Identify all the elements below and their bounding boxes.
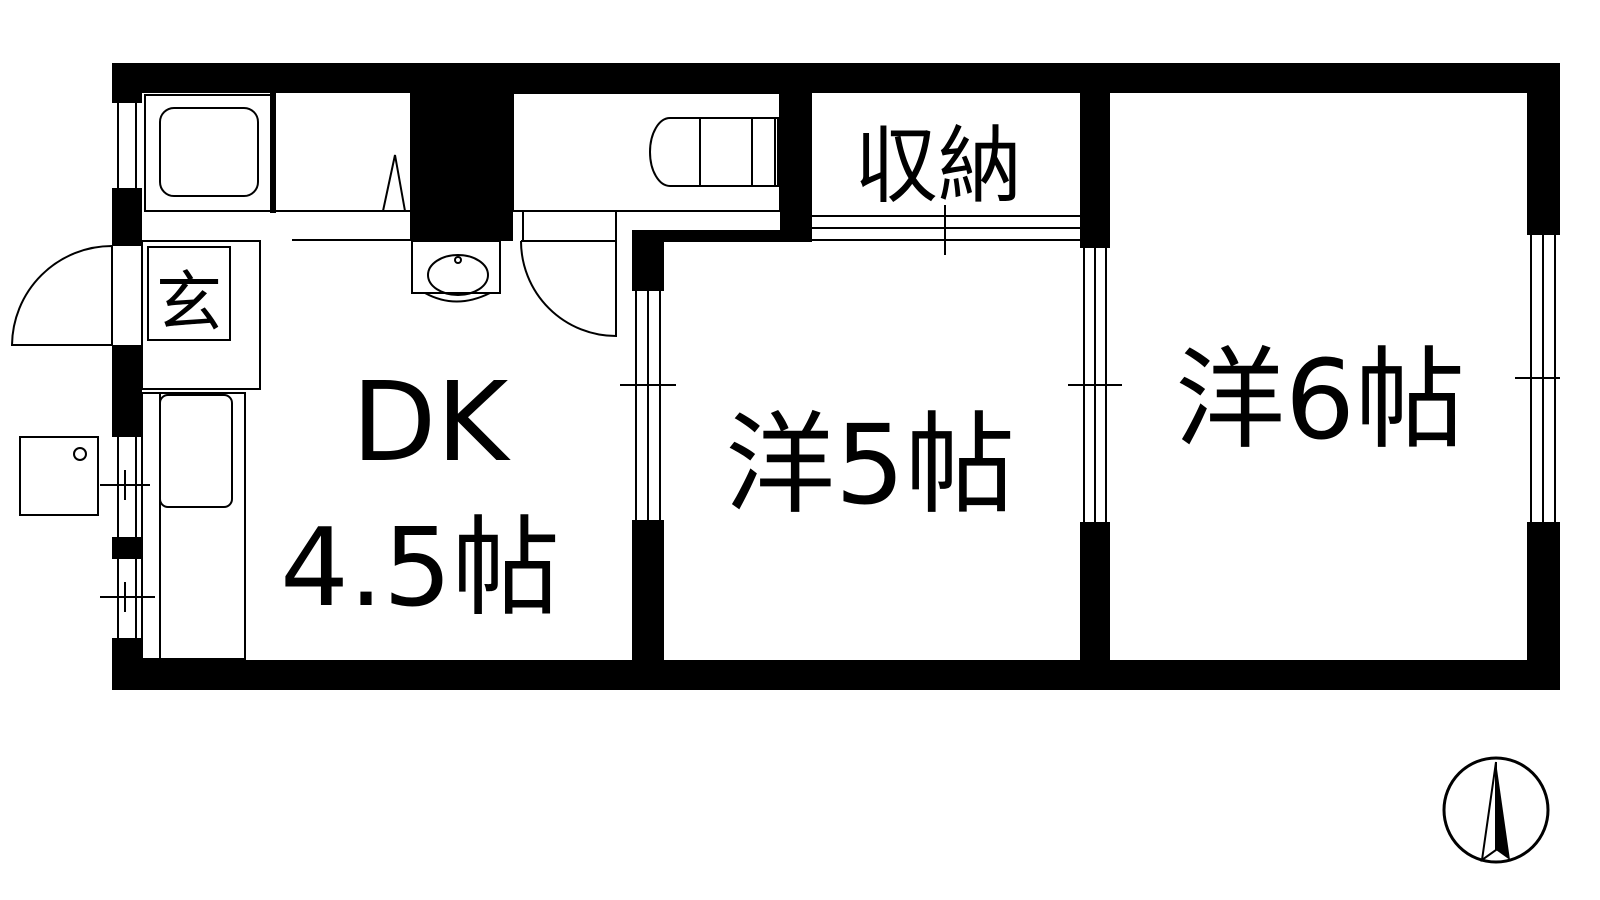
dk-name-label: DK: [352, 358, 512, 486]
dk-size-label: 4.5帖: [280, 506, 560, 631]
outer-walls: [112, 63, 1560, 690]
interior-walls: [270, 93, 1110, 662]
storage-label: 収納: [854, 117, 1022, 215]
north-arrow-icon: [1442, 756, 1550, 864]
western-room-5-label: 洋5帖: [725, 401, 1015, 529]
western-room-6-label: 洋6帖: [1175, 336, 1465, 464]
entrance-label: 玄: [156, 264, 222, 341]
fixtures: [10, 92, 1560, 660]
